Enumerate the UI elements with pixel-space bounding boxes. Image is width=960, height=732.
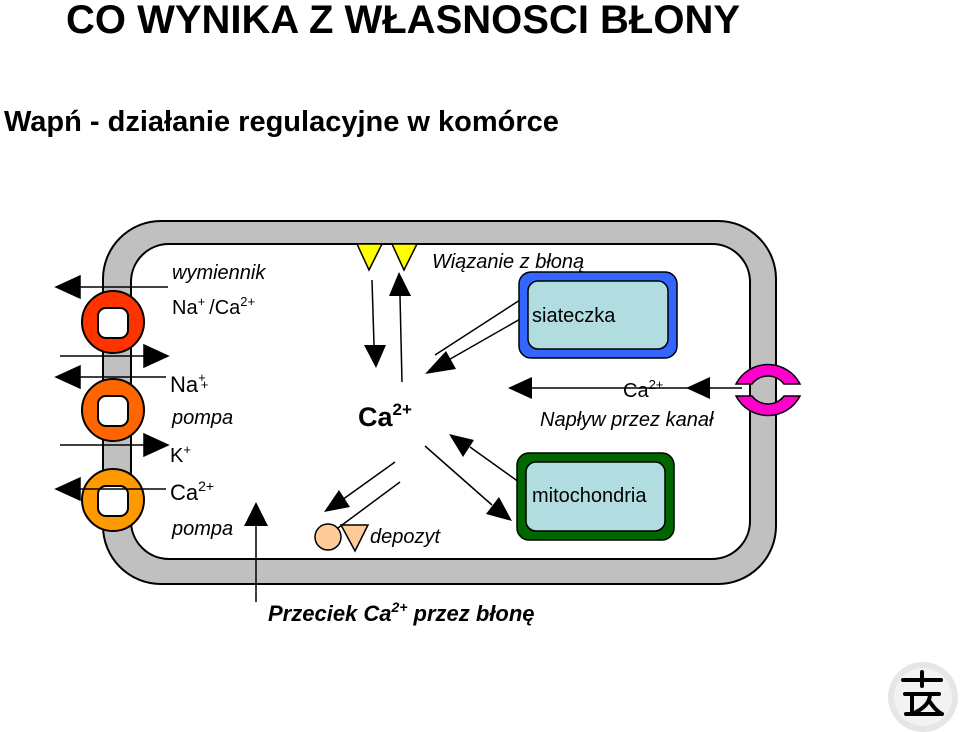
napump-ion2: K+ xyxy=(170,442,191,467)
pump-arrows xyxy=(54,274,170,502)
membrane-binding-triangles xyxy=(355,243,419,272)
capump-label: pompa xyxy=(171,518,233,540)
napump-ion1-charge-2: + xyxy=(201,377,209,392)
mitochondria-arrows xyxy=(424,434,531,521)
napump-ion1-symbol: Na xyxy=(170,372,199,397)
napump-label: pompa xyxy=(171,407,233,429)
leak-suffix: przez błonę xyxy=(413,601,535,626)
center-ion: Ca xyxy=(358,402,393,432)
membrane-binding-label: Wiązanie z błoną xyxy=(432,251,584,273)
napump-ion1-charge: + xyxy=(198,370,206,385)
leak-charge: 2+ xyxy=(391,599,408,615)
napump-ion1: Na++ xyxy=(170,370,208,397)
deposit-arrows xyxy=(324,461,401,529)
reticulum-label: siateczka xyxy=(532,305,616,327)
logo-icon xyxy=(888,662,958,732)
calcium-channel xyxy=(734,363,802,417)
exchanger-ion1-charge: + xyxy=(198,294,206,309)
reticulum-organelle xyxy=(518,271,678,359)
napump-ion2-symbol: K xyxy=(170,445,184,467)
exchanger-ion1: Na xyxy=(172,297,198,319)
channel-ion-charge: 2+ xyxy=(649,377,664,392)
exchanger-separator: /Ca xyxy=(209,297,241,319)
capump-ion-symbol: Ca xyxy=(170,480,199,505)
channel-arrows xyxy=(508,377,742,399)
leak-arrow xyxy=(244,502,268,602)
channel-ion-symbol: Ca xyxy=(623,380,649,402)
exchanger-ions: Na+/Ca2+ xyxy=(172,294,255,319)
sodium-pump-ring xyxy=(81,378,145,442)
deposit-label: depozyt xyxy=(370,526,441,548)
exchanger-ring xyxy=(81,290,145,354)
napump-ion2-charge: + xyxy=(183,442,191,457)
channel-ion: Ca2+ xyxy=(623,377,663,402)
capump-ion: Ca2+ xyxy=(170,478,214,505)
exchanger-label: wymiennik xyxy=(172,262,266,284)
reticulum-arrows xyxy=(425,299,523,374)
center-calcium: Ca2+ xyxy=(358,400,412,432)
page-subtitle: Wapń - działanie regulacyjne w komórce xyxy=(4,106,559,138)
center-charge: 2+ xyxy=(393,400,412,419)
binding-arrows xyxy=(364,272,411,383)
capump-ion-charge: 2+ xyxy=(198,478,214,494)
deposit-shapes xyxy=(314,523,370,553)
calcium-pump-ring xyxy=(81,468,145,532)
channel-label: Napływ przez kanał xyxy=(540,409,714,431)
exchanger-ion2-charge: 2+ xyxy=(240,294,255,309)
leak-label: Przeciek Ca2+ przez błonę xyxy=(268,599,535,626)
page-title: CO WYNIKA Z WŁASNOSCI BŁONY xyxy=(66,0,741,42)
mitochondria-label: mitochondria xyxy=(532,485,647,507)
mitochondria-organelle xyxy=(516,452,675,541)
leak-prefix: Przeciek Ca xyxy=(268,601,392,626)
